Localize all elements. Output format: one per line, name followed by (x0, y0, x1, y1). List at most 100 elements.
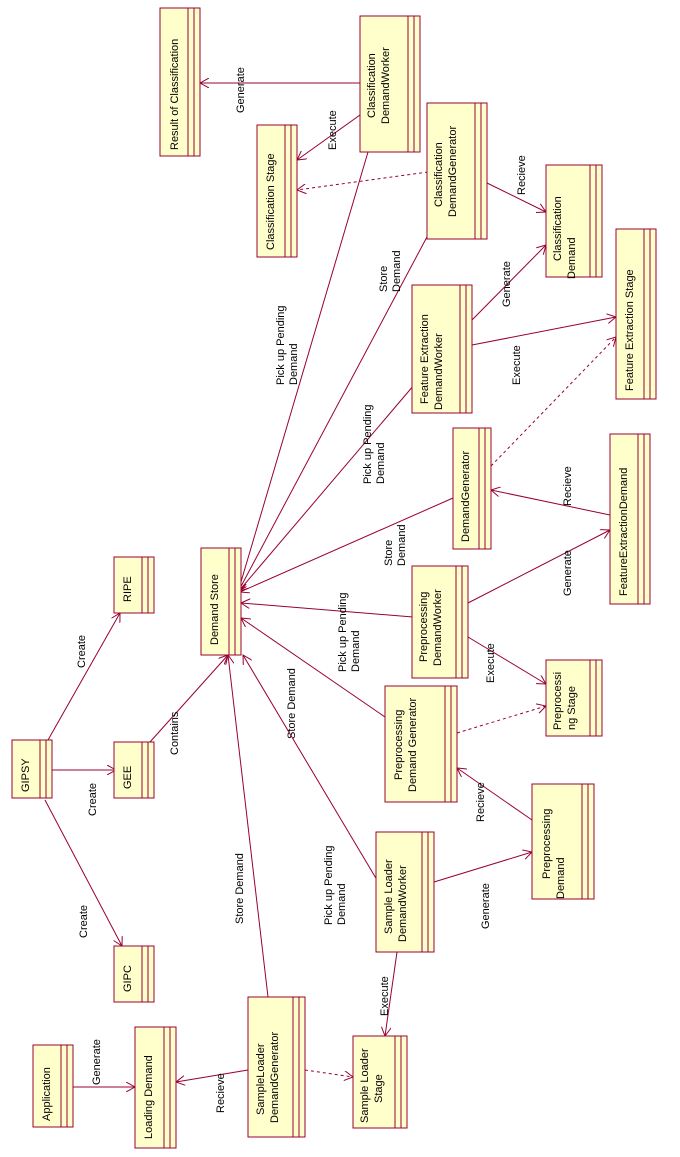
svg-text:GEE: GEE (122, 766, 134, 789)
edge-pickup-classification (238, 151, 369, 592)
svg-text:Demand Store: Demand Store (209, 574, 221, 645)
label-create-ripe: Create (76, 635, 88, 668)
connectors (44, 83, 616, 1087)
label-generate-result: Generate (235, 67, 247, 113)
node-feature-extraction-demand: FeatureExtractionDemand (609, 433, 651, 605)
label-store-demand-classification: StoreDemand (378, 250, 403, 292)
svg-text:GIPC: GIPC (122, 965, 134, 992)
edge-pickup-feature (238, 384, 415, 592)
label-execute-preprocessing: Execute (485, 643, 497, 683)
node-demand-generator: DemandGenerator (452, 427, 492, 550)
edge-demand-generator-to-feature-stage (490, 337, 616, 467)
node-gee: GEE (113, 741, 155, 799)
label-pickup-feature: Pick up PendingDemand (362, 405, 387, 485)
edge-generate-classification-demand (471, 245, 546, 321)
svg-text:Feature Extraction Stage: Feature Extraction Stage (624, 269, 636, 391)
edge-execute-feature-stage (471, 317, 616, 346)
edge-recieve-preprocessing (457, 768, 533, 821)
label-pickup-preprocessing: Pick up PendingDemand (337, 593, 362, 673)
label-create-gipc: Create (78, 905, 90, 938)
edge-execute-classification-stage (297, 114, 361, 160)
svg-text:Result of Classification: Result of Classification (169, 39, 181, 150)
edge-store-demand-feature (240, 497, 454, 592)
label-pickup-sample: Pick up PendingDemand (323, 846, 348, 926)
edge-preprocessing-generator-to-stage (456, 706, 546, 734)
label-recieve-classification: Recieve (516, 155, 528, 195)
edge-store-demand-preprocessing (241, 618, 386, 718)
edge-generate-feature-demand (467, 530, 610, 604)
edge-create-ripe (47, 613, 120, 741)
label-execute-classification: Execute (327, 110, 339, 150)
label-store-demand-feature: StoreDemand (383, 524, 408, 566)
label-contains: Contains (169, 711, 181, 755)
node-application: Application (32, 1044, 74, 1128)
svg-text:Preprocessing Stage: Preprocessing Stage (552, 672, 578, 730)
label-pickup-classification: Pick up PendingDemand (275, 306, 300, 386)
label-recieve-feature: Recieve (562, 466, 574, 506)
edge-execute-preprocessing-stage (467, 636, 546, 684)
edge-classification-generator-to-stage (297, 171, 429, 190)
node-gipsy: GIPSY (11, 739, 53, 799)
label-store-demand-sample: Store Demand (234, 853, 246, 924)
node-loading-demand: Loading Demand (134, 1026, 177, 1149)
edge-create-gipc (44, 799, 122, 946)
svg-text:FeatureExtractionDemand: FeatureExtractionDemand (618, 468, 630, 596)
node-classification-stage: Classification Stage (256, 124, 298, 258)
edge-contains (149, 655, 228, 743)
svg-text:DemandGenerator: DemandGenerator (460, 451, 472, 542)
edge-store-demand-classification (238, 234, 429, 592)
label-generate-feature: Generate (562, 550, 574, 596)
label-recieve-loading: Recieve (215, 1073, 227, 1113)
edge-recieve-loading (176, 1069, 249, 1082)
label-recieve-preprocessing: Recieve (475, 782, 487, 822)
edge-execute-sample-stage (385, 951, 398, 1036)
edge-pickup-preprocessing (241, 603, 414, 618)
edge-store-demand-sample (228, 655, 269, 998)
label-generate-preprocessing: Generate (480, 883, 492, 929)
svg-text:GIPSY: GIPSY (20, 758, 32, 792)
node-ripe: RIPE (113, 556, 155, 614)
label-execute-feature: Execute (511, 345, 523, 385)
node-demand-store: Demand Store (200, 547, 242, 656)
svg-text:RIPE: RIPE (122, 576, 134, 602)
edge-recieve-classification (486, 182, 546, 212)
node-gipc: GIPC (113, 945, 155, 1003)
label-store-demand-preprocessing: Store Demand (286, 668, 298, 739)
connector-labels: Generate Execute Recieve StoreDemand Pic… (76, 67, 574, 1113)
label-generate-classification: Generate (501, 261, 513, 307)
edge-recieve-feature (491, 490, 611, 516)
svg-text:Classification Stage: Classification Stage (265, 153, 277, 250)
label-create-gee: Create (87, 783, 99, 816)
label-execute-sample: Execute (379, 976, 391, 1016)
label-generate-loading: Generate (91, 1039, 103, 1085)
edge-sampleloader-generator-to-stage (304, 1069, 353, 1077)
node-result-of-classification: Result of Classification (159, 7, 201, 157)
node-feature-extraction-stage: Feature Extraction Stage (615, 228, 657, 400)
edge-generate-preprocessing-demand (433, 852, 532, 883)
edge-pickup-sample (243, 655, 381, 886)
svg-text:Application: Application (41, 1067, 53, 1121)
